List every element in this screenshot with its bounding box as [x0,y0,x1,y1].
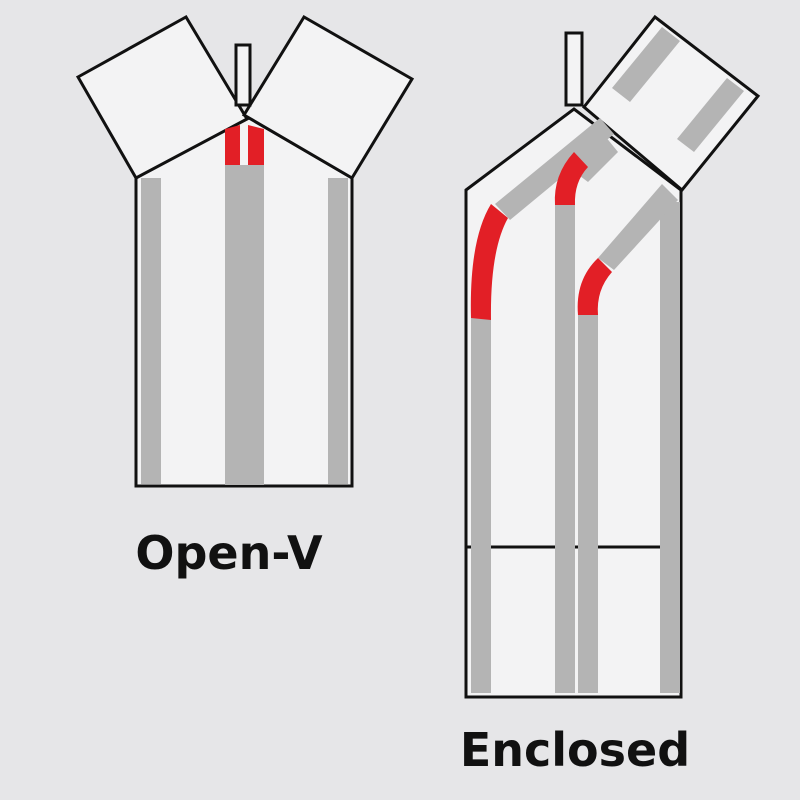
open-v-center-bar [225,165,264,485]
open-v-figure [75,14,415,488]
enclosed-highlight-3 [577,258,612,315]
enclosed-flap [581,14,761,193]
enclosed-highlight-1 [470,204,508,320]
enclosed-sleeve-1 [495,118,614,220]
enclosed-center-post [564,31,584,107]
open-v-left-flap [75,14,250,181]
enclosed-flap-band-2 [677,78,744,152]
open-v-left-bar [141,178,161,484]
enclosed-label: Enclosed [459,723,691,777]
open-v-center-post [234,43,252,107]
enclosed-bar-2 [555,205,575,693]
enclosed-bar-3 [578,315,598,693]
enclosed-highlight-2 [554,152,588,205]
open-v-right-flap [241,14,415,181]
enclosed-sleeve-3 [598,184,678,270]
open-v-label: Open-V [135,526,323,580]
open-v-right-bar [328,178,348,484]
enclosed-flap-band [612,27,680,102]
enclosed-figure [464,14,761,699]
open-v-highlight [225,125,264,165]
enclosed-bar-4 [660,202,680,693]
enclosed-bar-1 [471,318,491,693]
